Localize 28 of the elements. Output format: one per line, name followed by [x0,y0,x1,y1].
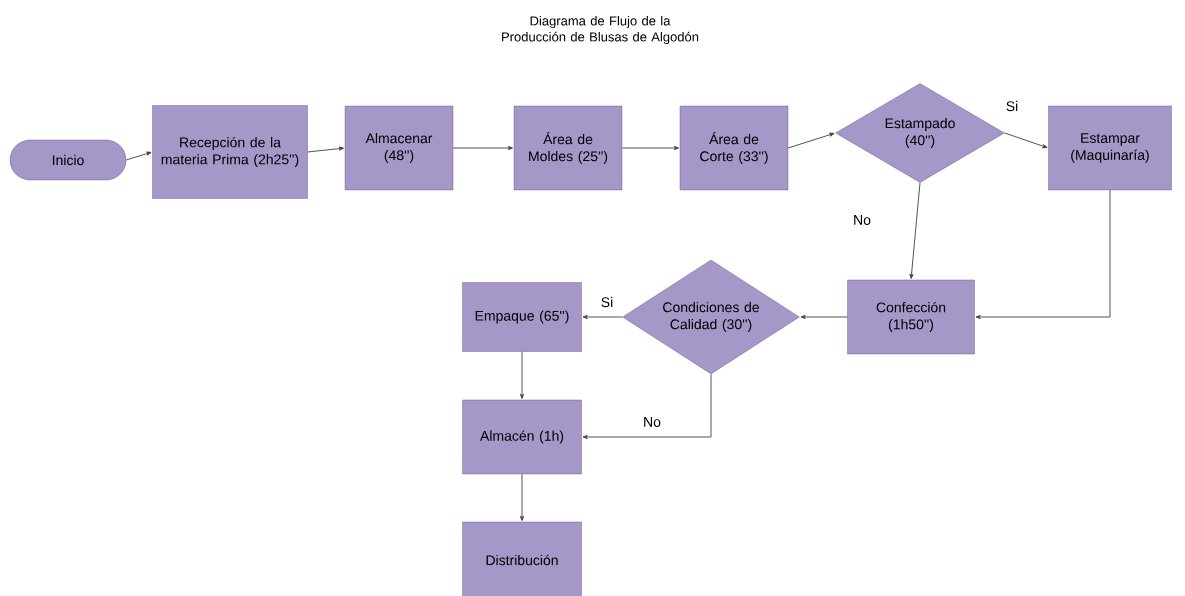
arrow [125,151,152,161]
arrow [519,351,525,399]
edge-label: No [642,416,662,428]
arrow [582,314,623,320]
process-box: Área de Corte (33'') [679,105,789,191]
arrow [909,182,921,279]
edge-label: No [852,214,872,226]
process-box: Almacenar (48'') [344,105,454,191]
edge-label: Si [599,295,615,309]
process-box: Recepción de la materia Prima (2h25'') [152,105,308,199]
process-box: Confección (1h50'') [847,279,975,355]
process-box: Distribución [462,521,582,596]
arrow [800,314,848,320]
arrow [1004,132,1048,149]
process-box: Empaque (65'') [462,282,582,352]
arrow [519,473,525,521]
title: Diagrama de Flujo de la Producción de Blusas de Algodón [502,15,699,45]
arrow [307,146,344,153]
arrow [582,373,712,440]
arrow [452,145,513,151]
process-box: Área de Moldes (25'') [513,105,623,191]
process-box: Almacén (1h) [462,399,582,475]
edge-label: Si [1004,99,1020,113]
arrow [975,189,1111,320]
arrow [787,132,835,149]
arrow [621,145,679,151]
process-box: Estampar (Maquinaría) [1048,105,1172,191]
start-terminal: Inicio [9,139,127,181]
